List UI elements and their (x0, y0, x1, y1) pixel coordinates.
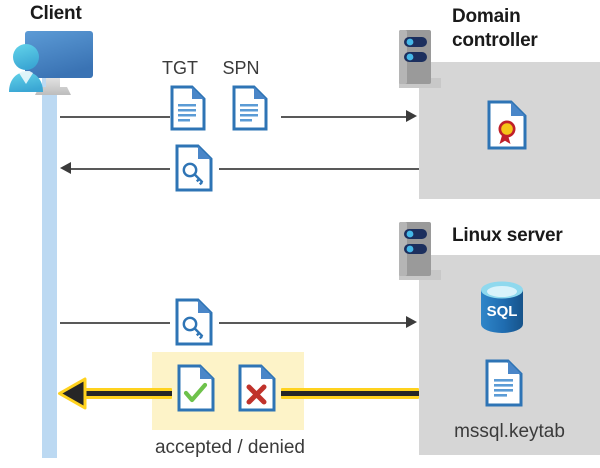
flow-2-line-right (219, 168, 419, 170)
client-lifeline-bar (42, 72, 57, 458)
sql-database-label: SQL (487, 303, 518, 320)
spn-document-icon (232, 85, 268, 131)
sql-database-icon: SQL (478, 281, 526, 333)
flow-4-line-left (80, 388, 172, 399)
spn-label: SPN (222, 58, 260, 78)
accepted-denied-caption: accepted / denied (154, 437, 305, 458)
keytab-filename-label: mssql.keytab (454, 421, 565, 442)
accepted-denied-highlight-box (152, 352, 304, 430)
flow-2-arrowhead (60, 162, 71, 174)
keytab-document-icon (485, 359, 523, 407)
flow-2-line-left (71, 168, 170, 170)
tgt-document-icon (170, 85, 206, 131)
client-computer-user-icon (4, 26, 96, 98)
linux-server-label: Linux server (452, 225, 563, 246)
flow-4-arrowhead (58, 377, 88, 410)
flow-3-key-document-icon (175, 298, 213, 346)
domain-controller-server-rack-icon (399, 30, 441, 88)
domain-controller-label-line1: Domain (452, 6, 521, 27)
client-label: Client (30, 3, 82, 24)
denied-document-icon (238, 364, 276, 412)
accepted-document-icon (177, 364, 215, 412)
flow-1-line-right (281, 116, 406, 118)
flow-1-arrowhead (406, 110, 417, 122)
flow-2-key-document-icon (175, 144, 213, 192)
flow-1-line-left (60, 116, 170, 118)
linux-server-rack-icon (399, 222, 441, 280)
flow-4-line-right (281, 388, 419, 399)
domain-controller-label-line2: controller (452, 30, 538, 51)
tgt-label: TGT (162, 58, 198, 78)
certificate-document-icon (487, 100, 527, 150)
flow-3-line-right (219, 322, 406, 324)
flow-3-line-left (60, 322, 170, 324)
flow-3-arrowhead (406, 316, 417, 328)
